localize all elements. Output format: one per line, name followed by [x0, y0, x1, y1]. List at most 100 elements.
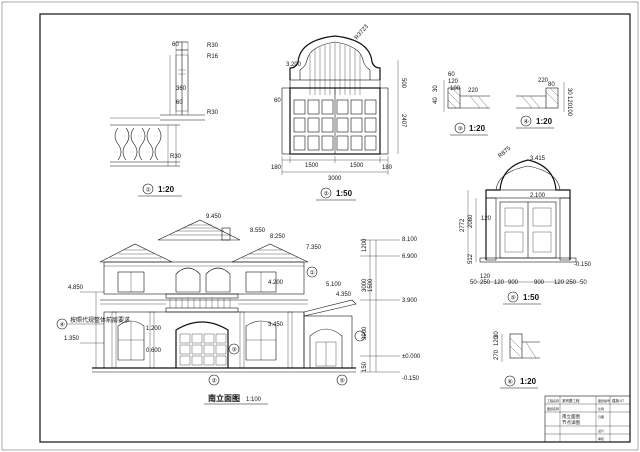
d1-dim-360: 360: [176, 86, 187, 92]
detail-4-number: ④: [524, 119, 529, 126]
d6-dim-120: 120: [494, 335, 500, 346]
d5-dim-250a: 250: [480, 280, 491, 286]
d5-dim-2080: 2080: [468, 214, 474, 228]
elevation-title: 南立面图: [208, 393, 240, 403]
d3-dim-220: 220: [468, 88, 479, 94]
d5-dim-level: -0.150: [574, 262, 592, 268]
d4-dim-220: 220: [538, 78, 549, 84]
level-8100: 8.100: [402, 237, 418, 243]
level-minus-0150: -0.150: [402, 376, 420, 382]
d5-dim-120c: 120: [554, 280, 565, 286]
tb-cell-1: 某别墅工程: [562, 398, 580, 403]
detail-2-scale: 1:50: [336, 189, 353, 198]
d3-dim-40: 40: [433, 97, 439, 104]
d5-dim-2100: 2.100: [530, 193, 546, 199]
d3-dim-120: 120: [448, 79, 459, 85]
detail-1: 60 R30 R16 360 60 R30 R30 ① 1:20: [110, 41, 219, 197]
detail-1-scale: 1:20: [158, 185, 175, 194]
tb-cell-8: 日期: [598, 414, 604, 419]
tb-cell-5: 南立面图: [562, 413, 580, 420]
right-dim-1500: 1500: [368, 278, 374, 292]
tb-cell-4: 图纸名称: [547, 406, 559, 411]
level-7350: 7.350: [306, 245, 322, 251]
d2-dim-180-right: 180: [382, 165, 393, 171]
detail-6-scale: 1:20: [520, 377, 537, 386]
elevation-note: 按照代规整体前层要求: [70, 316, 130, 324]
level-9450: 9.450: [206, 214, 222, 220]
south-elevation: 8.100 6.900 3.900 ±0.000 -0.150 1200 300…: [56, 214, 421, 405]
d5-dim-radius: R875: [497, 145, 512, 159]
detail-4-scale: 1:20: [536, 117, 553, 126]
d5-dim-900b: 900: [534, 280, 545, 286]
tb-cell-3: 建施-07: [612, 398, 624, 403]
title-block: 工程名称 某别墅工程 图纸编号 建施-07 图纸名称 南立面图 节点详图 比例 …: [544, 395, 631, 443]
d4-dim-120: 120: [566, 96, 572, 107]
detail-4: 220 80 30 120 100 ④ 1:20: [516, 78, 572, 129]
d5-dim-50a: 50: [470, 280, 477, 286]
d1-dim-r16: R16: [207, 54, 219, 60]
detail-6: 120 270 30 ⑥ 1:20: [494, 331, 540, 389]
d4-dim-30: 30: [566, 88, 572, 95]
level-0000: ±0.000: [402, 354, 421, 360]
right-dim-1200: 1200: [362, 238, 368, 252]
callout-2: ②: [212, 378, 217, 385]
level-8250: 8.250: [270, 234, 286, 240]
d5-dim-512: 512: [468, 253, 474, 264]
callout-1: ①: [310, 270, 315, 277]
right-dim-150: 150: [362, 361, 368, 372]
detail-6-number: ⑥: [508, 379, 513, 386]
detail-3: 60 120 100 220 40 30 ③ 1:20: [433, 72, 490, 136]
d3-dim-100: 100: [450, 86, 461, 92]
level-3900: 3.900: [402, 298, 418, 304]
d2-dim-500: 500: [400, 78, 406, 89]
d2-dim-180-left: 180: [271, 165, 282, 171]
d5-dim-120a: 120: [480, 274, 491, 280]
level-0600: 0.600: [146, 348, 162, 354]
d6-dim-30: 30: [494, 331, 500, 338]
right-dim-3000: 3000: [362, 278, 368, 292]
d2-dim-2407: 2407: [400, 114, 406, 128]
level-6900: 6.900: [402, 254, 418, 260]
detail-1-number: ①: [146, 187, 151, 194]
d3-dim-30: 30: [433, 85, 439, 92]
d4-dim-80: 80: [548, 82, 555, 88]
d1-dim-60b: 60: [176, 100, 183, 106]
d5-dim-120b: 120: [494, 280, 505, 286]
detail-3-number: ③: [458, 126, 463, 133]
elevation-scale: 1:100: [246, 397, 262, 403]
d5-dim-250b: 250: [566, 280, 577, 286]
d1-dim-r30-low: R30: [170, 154, 182, 160]
d6-dim-270: 270: [494, 349, 500, 360]
callout-3: ③: [232, 347, 237, 354]
d2-dim-3000: 3000: [328, 176, 342, 182]
d2-dim-1500-right: 1500: [350, 163, 364, 169]
d1-dim-r30-mid: R30: [207, 110, 219, 116]
d5-dim-2772: 2772: [460, 218, 466, 232]
tb-cell-9: 设计: [598, 428, 604, 433]
d5-dim-3415: 3.415: [530, 156, 546, 162]
inner-border: [39, 13, 631, 443]
level-1200: 1.200: [146, 326, 162, 332]
d3-dim-60: 60: [448, 72, 455, 78]
d5-dim-120-side: 120: [481, 216, 492, 222]
tb-cell-10: 审核: [598, 436, 604, 441]
level-8550: 8.550: [250, 228, 266, 234]
level-4350: 4.350: [336, 292, 352, 298]
d2-dim-3200: 3.200: [286, 62, 302, 68]
level-4200: 4.200: [268, 280, 284, 286]
d1-dim-60: 60: [172, 42, 179, 48]
detail-5-scale: 1:50: [523, 293, 540, 302]
level-5100: 5.100: [326, 282, 342, 288]
right-dim-3900: 3900: [362, 326, 368, 340]
tb-cell-0: 工程名称: [547, 398, 559, 403]
d2-dim-radius: R3723: [354, 23, 370, 41]
detail-5-number: ⑤: [511, 295, 516, 302]
level-1350: 1.350: [64, 336, 80, 342]
d5-dim-900a: 900: [508, 280, 519, 286]
detail-5: R875 3.415 2.100 2772 2080 512 120 -0.15…: [460, 145, 592, 305]
detail-3-scale: 1:20: [469, 124, 486, 133]
d1-dim-r30-top: R30: [207, 43, 219, 49]
callout-4: ④: [60, 322, 65, 329]
